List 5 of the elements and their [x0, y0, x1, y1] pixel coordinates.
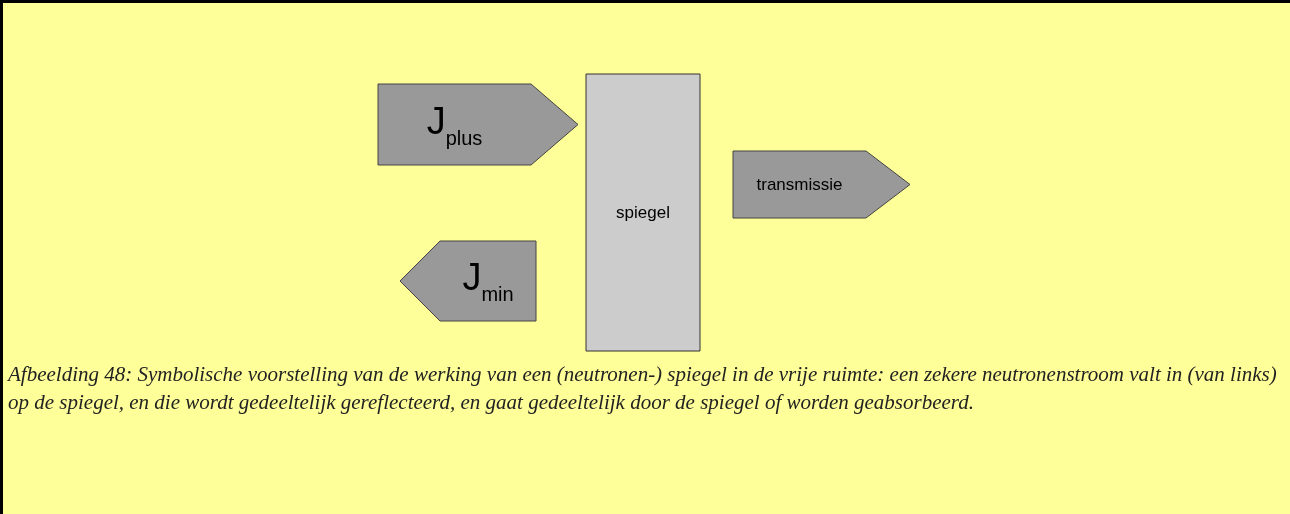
- node-label: J$_{plus}$: [426, 99, 483, 150]
- node-label: J$_{min}$: [462, 256, 514, 306]
- node-label: transmissie: [756, 174, 843, 195]
- node-label: spiegel: [616, 202, 670, 223]
- figure-caption: Afbeelding 48: Symbolische voorstelling van de werking van een (neutronen-) spiegel in de vrije ruimte: een zekere neutronenstroom valt in (van links) op de spiegel, en die wordt gedeeltelijk gereflecteerd, en gaat gedeeltelijk door de spiegel of worden geabsorbeerd.: [8, 361, 1278, 416]
